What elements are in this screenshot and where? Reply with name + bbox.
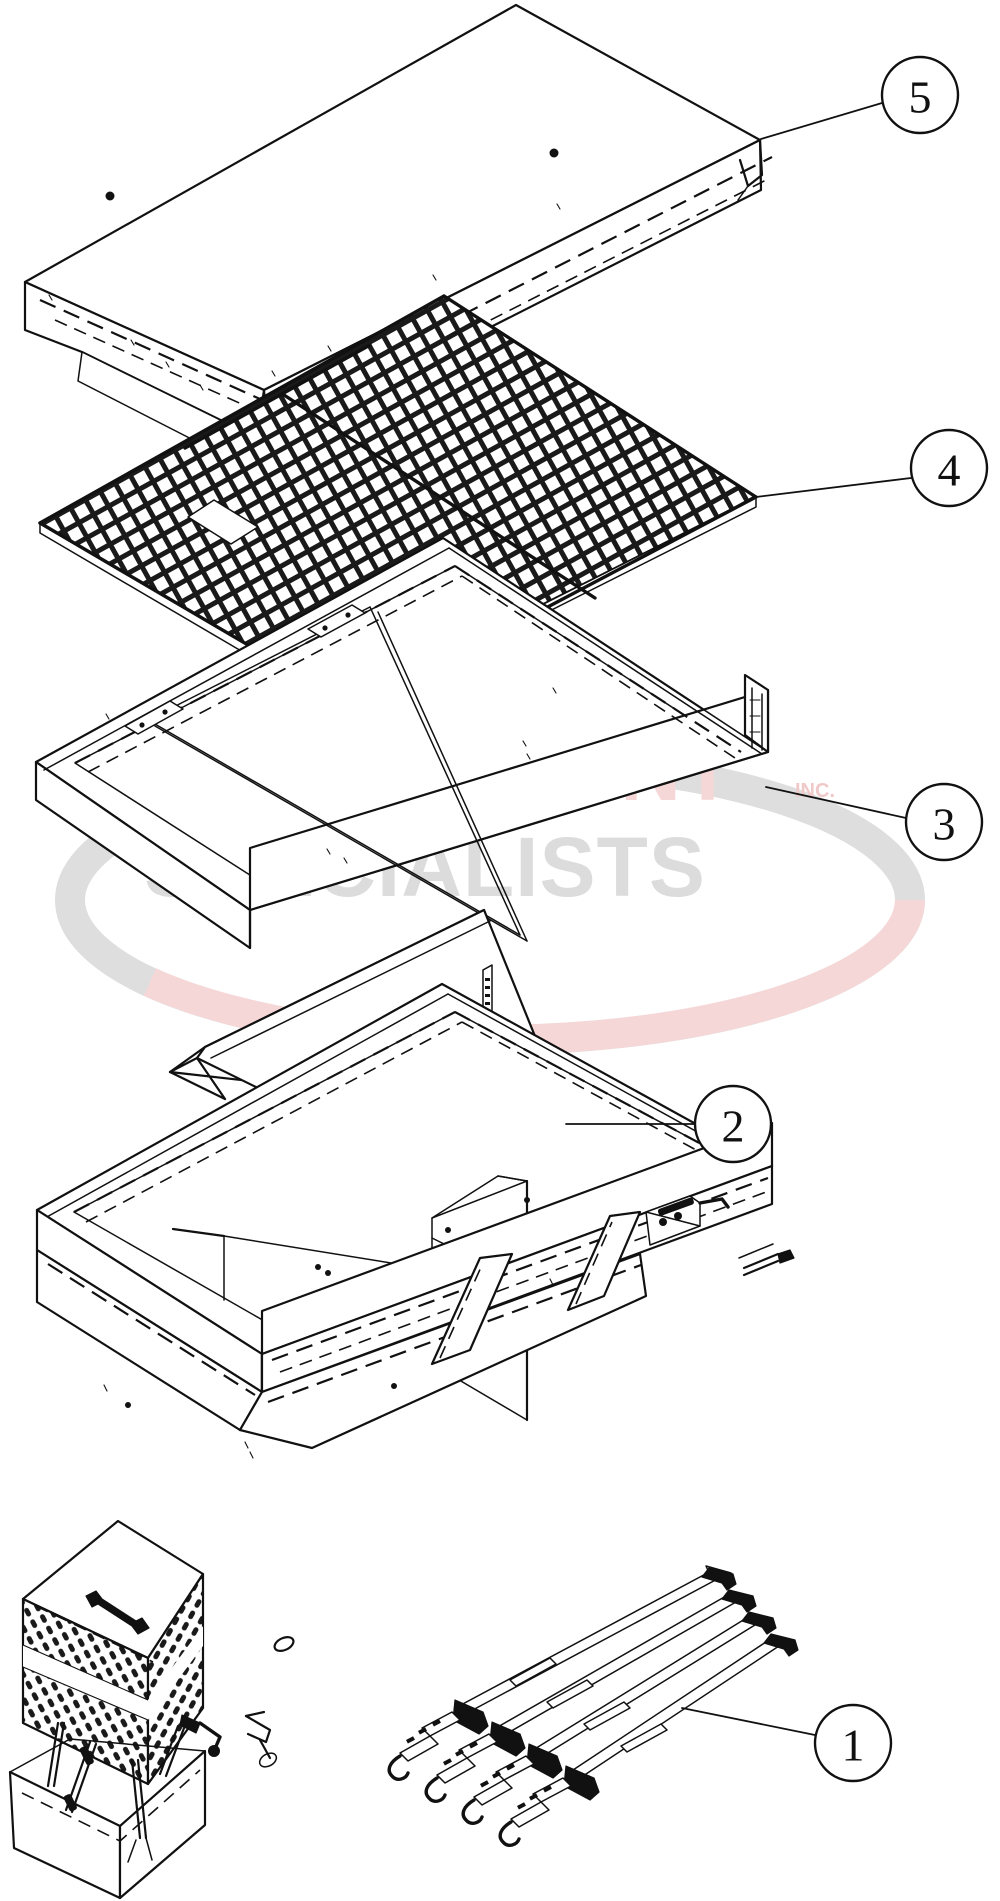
- cover-fastener: [105, 191, 115, 201]
- callout-5[interactable]: 5: [760, 55, 960, 140]
- callout-5-label: 5: [909, 72, 932, 123]
- support-struts: [46, 1721, 186, 1863]
- part-ratchet-tie-down-straps: [387, 1565, 799, 1847]
- callout-2[interactable]: 2: [565, 1084, 773, 1164]
- latch-hardware: [179, 1710, 278, 1768]
- frame-mounting-tab: [124, 700, 184, 735]
- callout-4-bubble[interactable]: [909, 428, 989, 508]
- callout-1-label: 1: [842, 1720, 865, 1771]
- part-screen-support-frame: [34, 536, 770, 950]
- callout-3-label: 3: [933, 799, 956, 850]
- callout-1-leader-line: [681, 1707, 816, 1736]
- assembly-hopper-spreader: [8, 982, 795, 1900]
- engine-housing-handle: [85, 1590, 150, 1635]
- callout-4[interactable]: 4: [755, 428, 989, 508]
- callout-3-leader-line: [765, 786, 907, 819]
- hopper-gusset-brace: [430, 1210, 642, 1366]
- cover-fastener: [549, 148, 559, 158]
- spinner-chute: [8, 1738, 207, 1900]
- callout-5-bubble[interactable]: [880, 55, 960, 135]
- tie-down-strap: [498, 1633, 799, 1847]
- callout-2-label: 2: [722, 1101, 745, 1152]
- tie-down-strap: [387, 1565, 737, 1781]
- engine-housing: [21, 1519, 205, 1786]
- callout-1[interactable]: 1: [681, 1703, 893, 1783]
- callout-3[interactable]: 3: [765, 782, 984, 862]
- callout-4-label: 4: [938, 445, 961, 496]
- frame-mounting-tab: [307, 604, 366, 638]
- side-loop-bracket: [273, 1636, 295, 1652]
- callout-4-leader-line: [755, 477, 912, 498]
- callout-1-bubble[interactable]: [813, 1703, 893, 1783]
- callout-5-leader-line: [760, 102, 883, 140]
- callout-2-bubble[interactable]: [693, 1084, 773, 1164]
- callout-layer: 5 4 3 2 1: [565, 55, 989, 1783]
- hopper-fasteners: [125, 1197, 530, 1408]
- tie-down-strap: [424, 1589, 757, 1803]
- tie-down-strap: [461, 1611, 777, 1825]
- spinner-chute-mount: [645, 1195, 730, 1246]
